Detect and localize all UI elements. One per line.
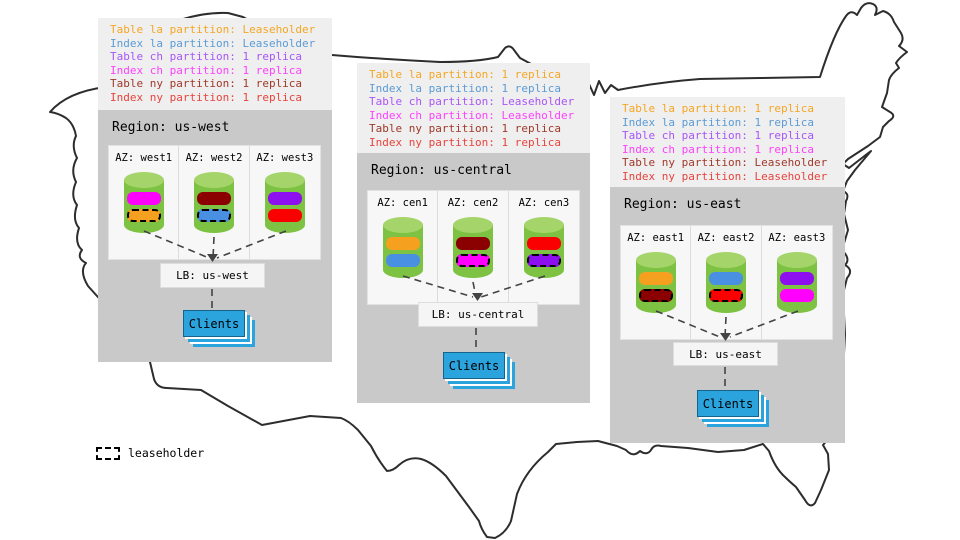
az-label: AZ: east2: [697, 232, 755, 244]
db-cylinder-icon: [263, 171, 307, 235]
legend-line: Index ny partition: 1 replica: [369, 135, 562, 149]
lb-us-central: LB: us-central: [418, 302, 538, 327]
partition-bar: [267, 192, 302, 205]
legend-line: Table la partition: 1 replica: [369, 68, 562, 81]
az-cen3: AZ: cen3: [509, 191, 579, 304]
lb-us-east: LB: us-east: [673, 342, 778, 366]
db-cylinder-icon: [634, 251, 678, 315]
lb-us-west: LB: us-west: [160, 263, 265, 288]
db-cylinder-icon: [775, 251, 819, 315]
az-label: AZ: cen1: [377, 197, 428, 209]
legend-line: Table ch partition: 1 replica: [622, 129, 815, 143]
partition-bar: [456, 237, 491, 250]
partition-bar: [267, 209, 302, 222]
clients-us-central: Clients: [443, 352, 505, 379]
connector-lines: [143, 230, 287, 309]
legend-line: Table ch partition: 1 replica: [110, 50, 303, 64]
db-cylinder-icon: [192, 171, 236, 235]
partition-bar: [126, 209, 161, 222]
az-label: AZ: west2: [185, 152, 243, 164]
db-cylinder-icon: [522, 216, 566, 280]
az-label: AZ: cen2: [447, 197, 499, 209]
db-cylinder-icon: [122, 171, 166, 235]
partition-bar: [638, 272, 673, 285]
region-title: Region: us-east: [624, 197, 742, 212]
db-cylinder-icon: [451, 216, 495, 280]
partition-bar: [526, 254, 561, 267]
arrowhead-icon: [207, 254, 218, 262]
leaseholder-swatch-icon: [96, 446, 120, 460]
legend-line: Index la partition: Leaseholder: [110, 36, 316, 50]
legend-line: Index ny partition: 1 replica: [110, 90, 303, 104]
az-label: AZ: west3: [256, 152, 314, 164]
legend-line: Index ch partition: 1 replica: [622, 142, 815, 156]
legend-line: Index la partition: 1 replica: [622, 115, 815, 129]
partition-bar: [126, 192, 161, 205]
az-west2: AZ: west2: [179, 146, 250, 259]
partition-bar: [779, 289, 814, 302]
region-title: Region: us-central: [371, 163, 512, 178]
partition-bar: [779, 272, 814, 285]
legend-line: Table ny partition: Leaseholder: [622, 156, 828, 170]
legend-line: Table ny partition: 1 replica: [369, 122, 562, 136]
legend-line: Table la partition: 1 replica: [622, 102, 815, 115]
az-cen1: AZ: cen1: [368, 191, 439, 304]
az-east2: AZ: east2: [691, 226, 762, 339]
leaseholder-key: leaseholder: [96, 446, 204, 460]
region-us-central: Region: us-central AZ: cen1 AZ: cen2: [357, 153, 590, 403]
az-cen2: AZ: cen2: [438, 191, 509, 304]
legend-line: Index la partition: 1 replica: [369, 81, 562, 95]
partition-bar: [709, 289, 744, 302]
connector-lines: [402, 275, 546, 351]
partition-bar: [526, 237, 561, 250]
partition-bar: [197, 192, 232, 205]
az-west1: AZ: west1: [109, 146, 180, 259]
partition-bar: [638, 289, 673, 302]
partition-bar: [197, 209, 232, 222]
legend-us-west: Table la partition: Leaseholder Index la…: [98, 18, 332, 110]
region-us-west: Region: us-west AZ: west1 AZ: west2: [98, 110, 332, 362]
leaseholder-key-label: leaseholder: [128, 446, 205, 460]
clients-us-east: Clients: [697, 390, 759, 417]
legend-us-central: Table la partition: 1 replica Index la p…: [357, 63, 590, 153]
az-group-us-west: AZ: west1 AZ: west2: [108, 145, 321, 260]
connector-lines: [655, 310, 799, 389]
legend-line: Index ch partition: Leaseholder: [369, 108, 575, 122]
az-east3: AZ: east3: [762, 226, 832, 339]
arrowhead-icon: [472, 293, 483, 301]
az-east1: AZ: east1: [621, 226, 692, 339]
partition-bar: [456, 254, 491, 267]
db-cylinder-icon: [704, 251, 748, 315]
legend-line: Table ch partition: Leaseholder: [369, 95, 575, 109]
az-label: AZ: east3: [768, 232, 826, 244]
legend-us-east: Table la partition: 1 replica Index la p…: [610, 97, 845, 187]
partition-bar: [385, 254, 420, 267]
legend-line: Index ny partition: Leaseholder: [622, 169, 828, 183]
clients-us-west: Clients: [183, 310, 245, 337]
az-label: AZ: west1: [115, 152, 173, 164]
legend-line: Index ch partition: 1 replica: [110, 63, 303, 77]
arrowhead-icon: [720, 333, 731, 341]
az-label: AZ: east1: [627, 232, 685, 244]
legend-line: Table ny partition: 1 replica: [110, 77, 303, 91]
region-title: Region: us-west: [112, 120, 230, 135]
az-west3: AZ: west3: [250, 146, 320, 259]
region-us-east: Region: us-east AZ: east1 AZ: east2: [610, 187, 845, 443]
db-cylinder-icon: [381, 216, 425, 280]
az-label: AZ: cen3: [518, 197, 570, 209]
legend-line: Table la partition: Leaseholder: [110, 23, 316, 36]
partition-bar: [709, 272, 744, 285]
partition-bar: [385, 237, 420, 250]
